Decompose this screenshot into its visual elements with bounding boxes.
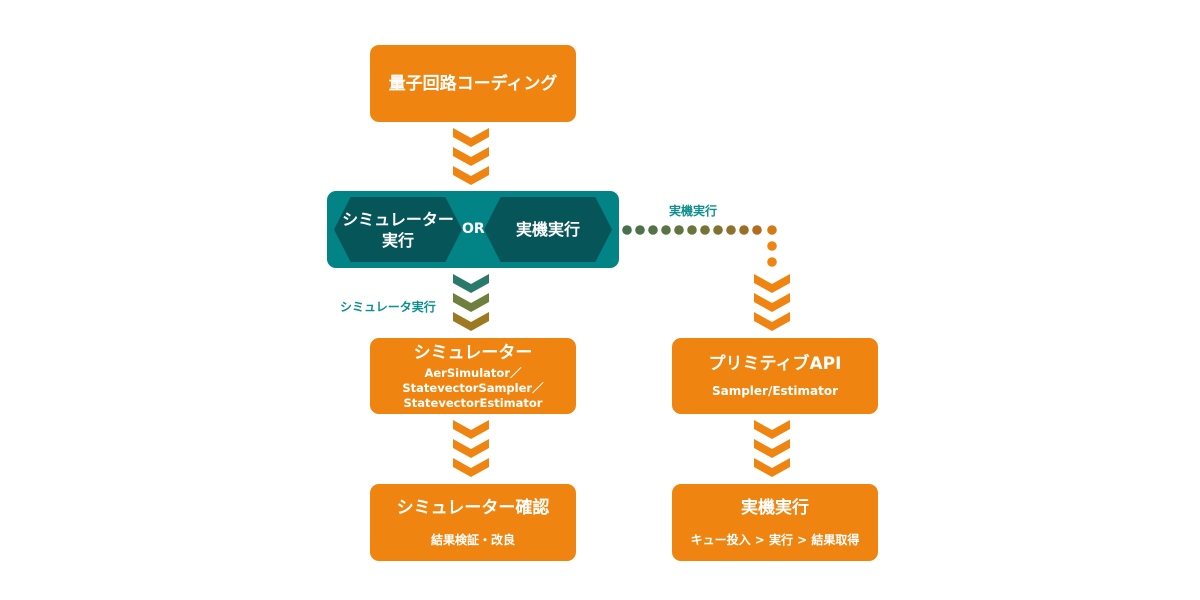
node-simulator-check-sub: 結果検証・改良 <box>430 533 515 547</box>
chevron-arrow-choice-to-simulator <box>453 274 489 331</box>
node-primitive-api: プリミティブAPI Sampler/Estimator <box>672 338 878 414</box>
node-simulator-details: AerSimulator／ StatevectorSampler／ Statev… <box>402 366 543 411</box>
choice-real-hex: 実機実行 <box>484 197 612 262</box>
simulator-line: AerSimulator／ <box>424 365 522 380</box>
choice-simulator-label: シミュレーター 実行 <box>342 209 454 250</box>
node-real-execution: 実機実行 キュー投入 > 実行 > 結果取得 <box>672 484 878 561</box>
node-circuit-coding: 量子回路コーディング <box>370 45 576 122</box>
node-circuit-coding-title: 量子回路コーディング <box>388 73 558 94</box>
node-simulator-check: シミュレーター確認 結果検証・改良 <box>370 484 576 561</box>
simulator-line: StatevectorSampler／ <box>402 380 544 395</box>
dotted-path-real-execution <box>596 225 777 267</box>
node-primitive-api-sub: Sampler/Estimator <box>711 384 839 398</box>
edge-label-simulator-execution: シミュレータ実行 <box>340 300 436 314</box>
choice-or-label: OR <box>462 221 485 237</box>
node-primitive-api-title: プリミティブAPI <box>708 354 842 374</box>
node-simulator-title: シミュレーター <box>413 342 533 363</box>
edge-label-real-execution: 実機実行 <box>669 204 718 218</box>
chevron-arrow-coding-to-choice <box>453 128 489 185</box>
node-real-execution-sub: キュー投入 > 実行 > 結果取得 <box>690 533 860 547</box>
node-real-execution-title: 実機実行 <box>741 498 809 518</box>
chevron-arrow-primitive-to-real <box>754 420 790 477</box>
chevron-arrow-simulator-to-check <box>453 420 489 477</box>
node-simulator: シミュレーター AerSimulator／ StatevectorSampler… <box>370 338 576 414</box>
chevron-arrow-to-primitive <box>754 274 790 331</box>
choice-real-label: 実機実行 <box>515 220 580 239</box>
simulator-line: StatevectorEstimator <box>403 395 543 410</box>
choice-simulator-hex: シミュレーター 実行 <box>334 197 462 262</box>
node-simulator-check-title: シミュレーター確認 <box>396 498 550 518</box>
